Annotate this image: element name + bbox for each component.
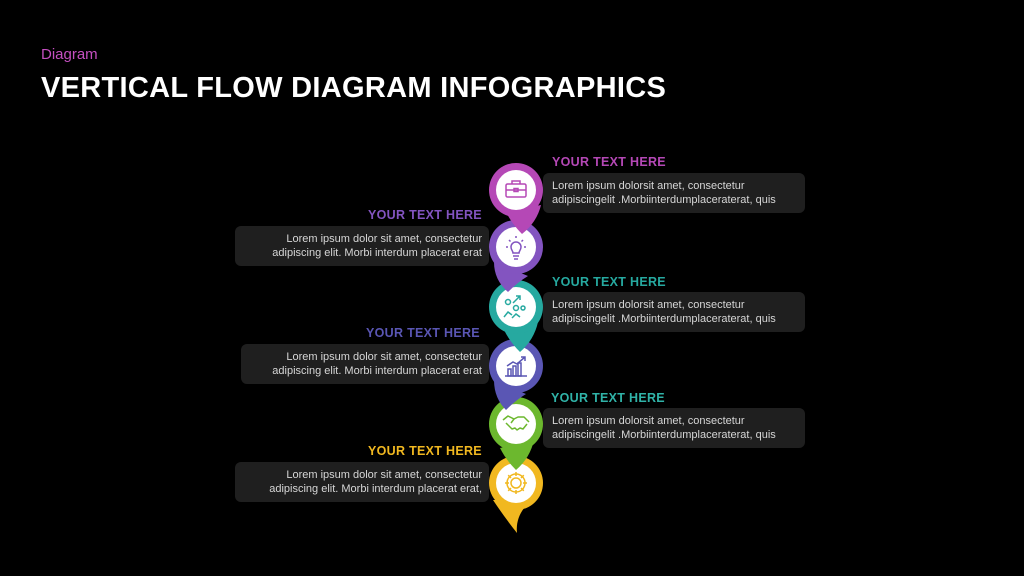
step-description: Lorem ipsum dolorsit amet, consectetur a… (543, 408, 805, 448)
step-text-line: Lorem ipsum dolor sit amet, consectetur (286, 351, 482, 363)
step-text-line: adipiscingelit .Morbiinterdumplaceratera… (552, 194, 776, 206)
flow-node-1 (489, 163, 543, 234)
step-description: Lorem ipsum dolorsit amet, consectetur a… (543, 292, 805, 332)
gear-icon (505, 472, 527, 494)
step-description: Lorem ipsum dolor sit amet, consectetur … (235, 462, 489, 502)
step-text-line: adipiscingelit .Morbiinterdumplaceratera… (552, 429, 776, 441)
growth-chart-icon (505, 356, 527, 377)
step-description: Lorem ipsum dolor sit amet, consectetur … (241, 344, 489, 384)
section-subtitle: Diagram (41, 46, 98, 63)
step-description: Lorem ipsum dolor sit amet, consectetur … (235, 226, 489, 266)
step-text-line: Lorem ipsum dolorsit amet, consectetur (552, 299, 745, 311)
step-description: Lorem ipsum dolorsit amet, consectetur a… (543, 173, 805, 213)
page-title: VERTICAL FLOW DIAGRAM INFOGRAPHICS (41, 72, 667, 104)
flow-node-5 (489, 397, 543, 470)
step-text-line: adipiscingelit .Morbiinterdumplaceratera… (552, 313, 776, 325)
step-text-line: Lorem ipsum dolor sit amet, consectetur (286, 469, 482, 481)
step-heading: YOUR TEXT HERE (366, 326, 480, 340)
team-growth-icon (503, 295, 526, 319)
flow-node-4 (489, 339, 543, 410)
step-text-line: adipiscing elit. Morbi interdum placerat… (272, 247, 482, 259)
step-heading: YOUR TEXT HERE (552, 155, 666, 169)
step-heading: YOUR TEXT HERE (551, 391, 665, 405)
step-text-line: Lorem ipsum dolorsit amet, consectetur (552, 415, 745, 427)
handshake-icon (502, 415, 530, 431)
step-text-line: adipiscing elit. Morbi interdum placerat… (272, 365, 482, 377)
flow-node-6 (489, 456, 543, 533)
step-text-line: Lorem ipsum dolorsit amet, consectetur (552, 180, 745, 192)
step-heading: YOUR TEXT HERE (368, 444, 482, 458)
step-text-line: Lorem ipsum dolor sit amet, consectetur (286, 233, 482, 245)
step-heading: YOUR TEXT HERE (368, 208, 482, 222)
flow-node-3 (489, 280, 543, 352)
lightbulb-icon (506, 236, 526, 260)
step-text-line: adipiscing elit. Morbi interdum placerat… (269, 483, 482, 495)
flow-node-2 (489, 220, 543, 292)
step-heading: YOUR TEXT HERE (552, 275, 666, 289)
briefcase-icon (505, 180, 527, 198)
